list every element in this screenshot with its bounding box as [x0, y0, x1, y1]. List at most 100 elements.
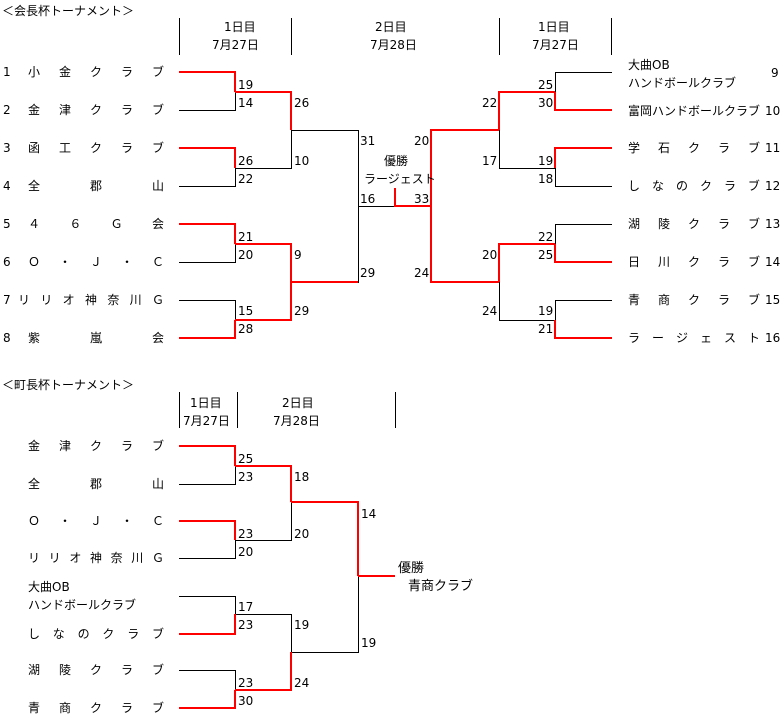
seed-number: 10 [765, 104, 781, 118]
final-score-right: 33 [414, 192, 430, 206]
score: 18 [294, 470, 310, 484]
seed-number: 9 [771, 66, 779, 80]
score: 19 [294, 618, 310, 632]
t2-header-mid-day: 2日目 [282, 396, 314, 410]
t1-header-right-date: 7月27日 [532, 38, 579, 52]
score: 20 [238, 545, 254, 559]
t2-champion-label: 優勝 [398, 561, 425, 576]
seed-number: 1 [3, 65, 11, 79]
t1-header-mid-day: 2日目 [375, 20, 407, 34]
score: 29 [294, 304, 310, 318]
score: 22 [538, 230, 554, 244]
team-name-right-14: 日川クラブ [628, 255, 760, 269]
t2-team-2: 全郡山 [28, 477, 164, 491]
score: 29 [360, 266, 376, 280]
seed-number: 16 [765, 331, 781, 345]
score: 17 [482, 154, 498, 168]
score: 26 [238, 154, 254, 168]
t2-header-left-day: 1日目 [190, 396, 222, 410]
t2-team-7: 湖陵クラブ [28, 663, 164, 677]
score: 28 [238, 322, 254, 336]
t2-team-8: 青商クラブ [28, 701, 164, 715]
champion-name: ラージェスト [364, 172, 436, 186]
seed-number: 7 [3, 293, 11, 307]
team-name-left-3: 函工クラブ [28, 141, 164, 155]
score: 22 [482, 96, 498, 110]
seed-number: 14 [765, 255, 781, 269]
seed-number: 11 [765, 141, 781, 155]
team-name-left-2: 金津クラブ [28, 103, 164, 117]
score: 21 [238, 230, 254, 244]
score: 30 [238, 694, 254, 708]
team-name-right-10: 富岡ハンドボールクラブ [628, 104, 761, 118]
score: 23 [238, 527, 254, 541]
t2-champion-name: 青商クラブ [408, 579, 474, 594]
score: 25 [538, 78, 554, 92]
score: 20 [294, 527, 310, 541]
score: 19 [361, 636, 377, 650]
t2-header-left-date: 7月27日 [183, 414, 230, 428]
seed-number: 15 [765, 293, 781, 307]
champion-label: 優勝 [384, 154, 409, 168]
team-name-right-13: 湖陵クラブ [628, 217, 760, 231]
team-name-right-15: 青商クラブ [628, 293, 760, 307]
seed-number: 3 [3, 141, 11, 155]
score: 21 [538, 322, 554, 336]
t2-team-6: しなのクラブ [28, 627, 164, 641]
score: 9 [294, 248, 302, 262]
score: 24 [414, 266, 430, 280]
score: 19 [238, 78, 254, 92]
t1-header-left-day: 1日目 [224, 20, 256, 34]
score: 19 [538, 304, 554, 318]
t2-team-3: Ｏ・Ｊ・Ｃ [28, 514, 164, 528]
score: 23 [238, 676, 254, 690]
team-name-left-1: 小金クラブ [28, 65, 164, 79]
seed-number: 8 [3, 331, 11, 345]
team-name-right-12: しなのクラブ [628, 179, 760, 193]
score: 20 [482, 248, 498, 262]
score: 14 [238, 96, 254, 110]
score: 20 [238, 248, 254, 262]
score: 15 [238, 304, 254, 318]
tournament2-title: ＜町長杯トーナメント＞ [2, 378, 135, 392]
score: 30 [538, 96, 554, 110]
seed-number: 2 [3, 103, 11, 117]
seed-number: 13 [765, 217, 781, 231]
t2-team-5-line2: ハンドボールクラブ [28, 598, 137, 612]
score: 25 [238, 452, 254, 466]
seed-number: 5 [3, 217, 11, 231]
seed-number: 6 [3, 255, 11, 269]
t1-header-right-day: 1日目 [538, 20, 570, 34]
t2-team-5-line1: 大曲OB [28, 580, 70, 594]
t1-header-mid-date: 7月28日 [370, 38, 417, 52]
t1-header-left-date: 7月27日 [212, 38, 259, 52]
score: 20 [414, 134, 430, 148]
team-name-right-9-line2: ハンドボールクラブ [628, 76, 737, 90]
score: 26 [294, 96, 310, 110]
tournament1-title: ＜会長杯トーナメント＞ [2, 4, 135, 18]
team-name-right-9-line1: 大曲OB [628, 58, 670, 72]
team-name-left-6: Ｏ・Ｊ・Ｃ [28, 255, 164, 269]
score: 17 [238, 600, 254, 614]
score: 23 [238, 470, 254, 484]
final-score-left: 16 [360, 192, 376, 206]
team-name-left-4: 全郡山 [28, 179, 164, 193]
score: 19 [538, 154, 554, 168]
score: 31 [360, 134, 376, 148]
team-name-right-11: 学石クラブ [628, 141, 760, 155]
team-name-right-16: ラージェスト [628, 331, 760, 345]
seed-number: 12 [765, 179, 781, 193]
t2-header-mid-date: 7月28日 [273, 414, 320, 428]
score: 18 [538, 172, 554, 186]
team-name-left-8: 紫嵐会 [28, 331, 164, 345]
t2-team-1: 金津クラブ [28, 439, 164, 453]
score: 25 [538, 248, 554, 262]
score: 22 [238, 172, 254, 186]
score: 14 [361, 507, 377, 521]
score: 24 [482, 304, 498, 318]
score: 24 [294, 676, 310, 690]
